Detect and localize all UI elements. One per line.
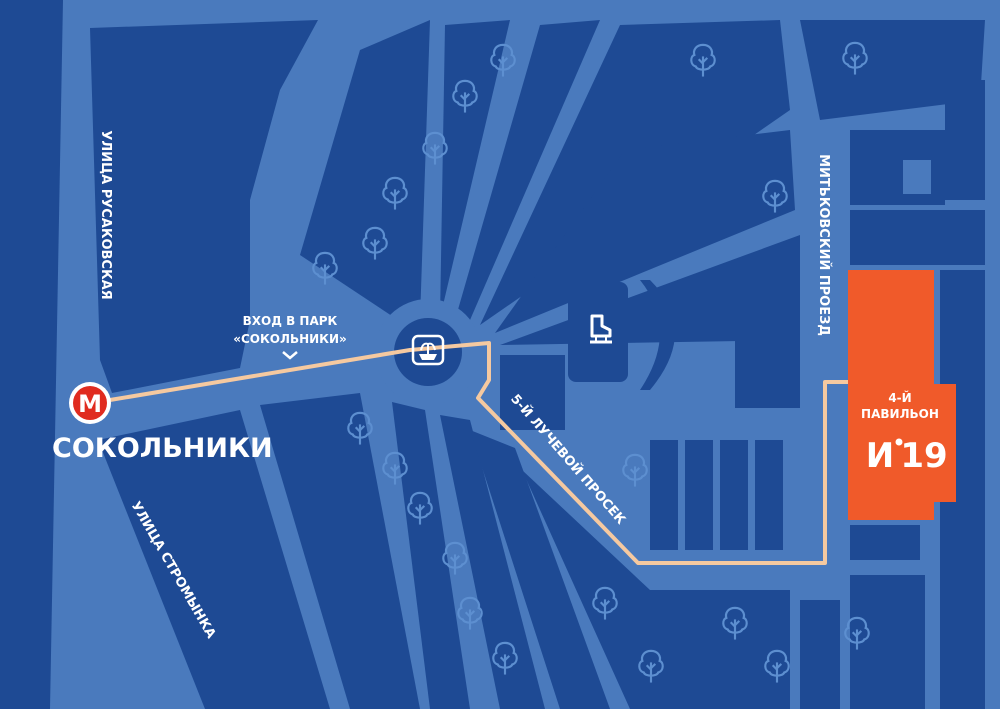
block-fan-n5 [495, 130, 795, 333]
park-entrance-label-2: «СОКОЛЬНИКИ» [233, 332, 347, 346]
street-mitkovsky: МИТЬКОВСКИЙ ПРОЕЗД [816, 154, 832, 336]
skate-rink-block [568, 282, 628, 382]
block-fan-s1 [392, 402, 470, 709]
metro-station-name: СОКОЛЬНИКИ [52, 433, 273, 464]
block-south-strip [260, 393, 420, 709]
fountain-icon [411, 334, 445, 366]
strip-3 [720, 440, 748, 550]
street-rusakovskaya: УЛИЦА РУСАКОВСКАЯ [98, 130, 113, 299]
park-entrance-label-1: ВХОД В ПАРК [243, 314, 338, 328]
block-fan-n3 [455, 20, 600, 320]
strip-2 [685, 440, 713, 550]
block-south-west [98, 410, 330, 709]
block-stadium-east [735, 268, 800, 408]
pavilion-label-2: ПАВИЛЬОН [861, 407, 939, 421]
strip-4 [755, 440, 783, 550]
block-north-east [800, 20, 985, 120]
brand-dot [895, 438, 903, 446]
stadium-arc [640, 280, 675, 390]
block-east-2 [945, 80, 985, 200]
block-center [500, 355, 565, 430]
block-fan-n1 [300, 20, 430, 320]
roads [375, 299, 481, 405]
pavilion-label-1: 4-Й [888, 390, 911, 405]
block-east-5 [850, 525, 920, 560]
block-east-3 [850, 210, 985, 265]
brand-number: 19 [900, 436, 947, 476]
block-fan-n2 [440, 20, 510, 318]
strip-1 [650, 440, 678, 550]
block-fan-s3 [470, 430, 610, 709]
chevron-down-icon [282, 351, 298, 360]
block-north-west [90, 20, 318, 393]
block-far-left [0, 0, 63, 709]
pavilion-4: 4-Й ПАВИЛЬОН И 19 [848, 270, 956, 520]
block-fan-s2 [440, 415, 545, 709]
block-south-east [522, 470, 790, 709]
block-east-7 [800, 600, 840, 709]
brand-letter: И [866, 436, 894, 476]
walking-route [109, 341, 848, 565]
small-inner-square [903, 160, 931, 194]
metro-icon: M [69, 382, 111, 424]
svg-text:M: M [78, 390, 102, 418]
roundabout-ring [375, 299, 481, 405]
skate-icon [590, 314, 612, 344]
